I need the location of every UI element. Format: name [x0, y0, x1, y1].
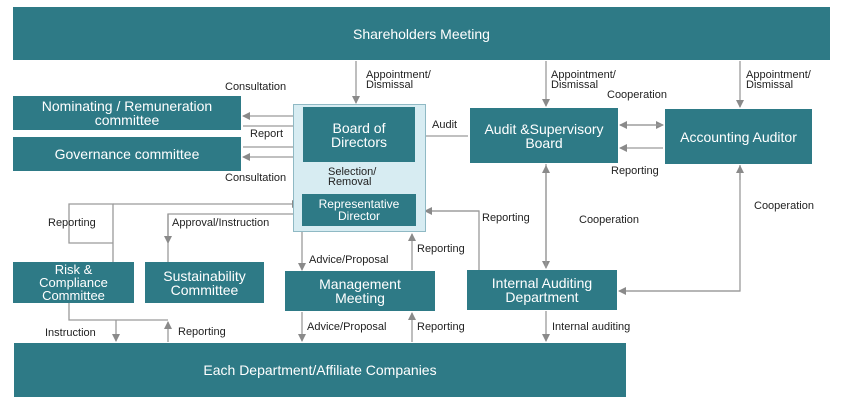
- label-reporting-accounting: Reporting: [611, 165, 659, 177]
- label-reporting-mgmt-2: Reporting: [417, 321, 465, 333]
- label-appointment-2b: Dismissal: [551, 79, 599, 91]
- nominating-label-2: committee: [94, 112, 160, 128]
- label-audit: Audit: [432, 119, 458, 131]
- departments-affiliates-box: Each Department/Affiliate Companies: [14, 343, 626, 397]
- accounting-auditor-box: Accounting Auditor: [665, 109, 812, 164]
- label-reporting-internal: Reporting: [482, 212, 530, 224]
- label-cooperation-top: Cooperation: [607, 89, 667, 101]
- audit-board-label-2: Board: [525, 134, 563, 151]
- representative-label-2: Director: [337, 209, 380, 223]
- label-appointment-2a: Appointment/: [551, 69, 616, 81]
- label-advice-proposal-1: Advice/Proposal: [309, 254, 389, 266]
- board-label-1: Board of: [332, 119, 386, 136]
- audit-board-label-1: Audit &Supervisory: [484, 120, 604, 137]
- label-approval-instruction: Approval/Instruction: [172, 217, 270, 229]
- shareholders-meeting-label: Shareholders Meeting: [353, 25, 490, 42]
- label-selection-a: Selection/: [328, 166, 377, 178]
- management-meeting-box: Management Meeting: [285, 271, 435, 311]
- accounting-auditor-label: Accounting Auditor: [680, 128, 797, 145]
- representative-label-1: Representative: [318, 197, 400, 211]
- label-instruction: Instruction: [45, 327, 96, 339]
- label-reporting-mgmt-1: Reporting: [417, 243, 465, 255]
- sustainability-label-1: Sustainability: [163, 267, 246, 284]
- management-label-1: Management: [319, 276, 401, 292]
- audit-supervisory-board-box: Audit &Supervisory Board: [470, 108, 618, 163]
- risk-compliance-committee-box: Risk & Compliance Committee: [13, 262, 134, 303]
- label-cooperation-mid: Cooperation: [579, 214, 639, 226]
- risk-label-3: Committee: [42, 288, 105, 303]
- label-appointment-1b: Dismissal: [366, 79, 414, 91]
- governance-committee-box: Governance committee: [13, 137, 241, 171]
- label-appointment-3b: Dismissal: [746, 79, 794, 91]
- management-label-2: Meeting: [335, 290, 385, 306]
- sustainability-committee-box: Sustainability Committee: [145, 262, 264, 303]
- shareholders-meeting-box: Shareholders Meeting: [13, 7, 830, 60]
- label-consultation-bottom: Consultation: [225, 172, 287, 184]
- label-advice-proposal-2: Advice/Proposal: [307, 321, 387, 333]
- label-consultation-top: Consultation: [225, 81, 287, 93]
- governance-label: Governance committee: [54, 146, 200, 162]
- label-report: Report: [250, 128, 284, 140]
- board-of-directors-box: Board of Directors: [303, 107, 415, 162]
- nominating-label-1: Nominating / Remuneration: [41, 98, 213, 114]
- label-reporting-bottom-left: Reporting: [178, 326, 226, 338]
- label-appointment-3a: Appointment/: [746, 69, 811, 81]
- internal-audit-label-2: Department: [505, 289, 579, 305]
- label-appointment-1a: Appointment/: [366, 69, 431, 81]
- sustainability-label-2: Committee: [170, 281, 239, 298]
- internal-audit-label-1: Internal Auditing: [491, 275, 593, 291]
- label-cooperation-right: Cooperation: [754, 200, 814, 212]
- representative-director-box: Representative Director: [302, 194, 416, 226]
- label-selection-b: Removal: [328, 176, 372, 188]
- risk-label-1: Risk &: [54, 262, 93, 277]
- risk-label-2: Compliance: [39, 275, 108, 290]
- internal-auditing-department-box: Internal Auditing Department: [467, 270, 617, 310]
- label-internal-auditing: Internal auditing: [552, 321, 631, 333]
- nominating-committee-box: Nominating / Remuneration committee: [13, 96, 241, 130]
- board-label-2: Directors: [330, 133, 387, 150]
- label-reporting-left: Reporting: [48, 217, 96, 229]
- departments-label: Each Department/Affiliate Companies: [203, 362, 437, 378]
